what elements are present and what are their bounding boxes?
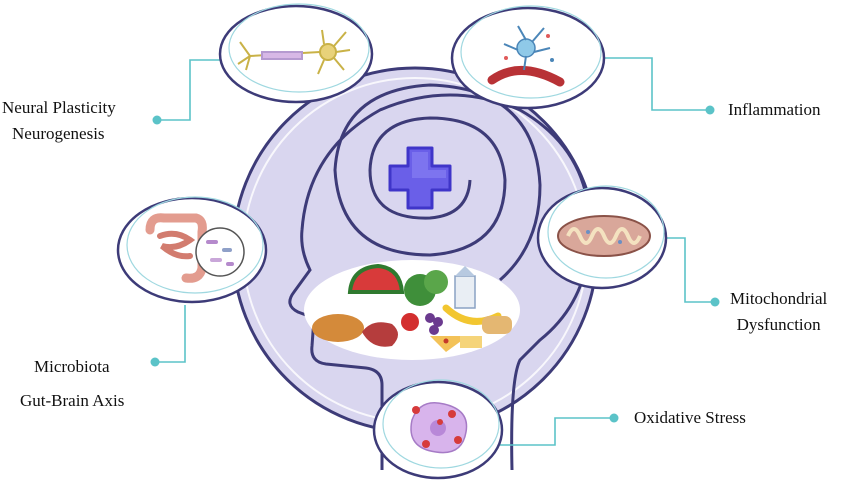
- label-inflammation-line1: Inflammation: [728, 100, 821, 119]
- label-neural-line2: Neurogenesis: [12, 124, 105, 143]
- spiral-line: [333, 83, 542, 282]
- intestine-bacteria-icon: [145, 213, 245, 283]
- neuron-icon: [237, 29, 351, 75]
- label-microbiota: Microbiota Gut-Brain Axis: [20, 350, 124, 418]
- connector-microbiota: [155, 305, 186, 363]
- label-mitochondrial: Mitochondrial Dysfunction: [730, 286, 827, 338]
- connector-dot-microbiota: [150, 357, 160, 367]
- label-oxidative-stress: Oxidative Stress: [634, 405, 746, 431]
- head-silhouette: [288, 93, 592, 471]
- label-mitochondrial-line1: Mitochondrial: [730, 289, 828, 308]
- label-inflammation: Inflammation: [728, 97, 821, 123]
- bubble-mitochondrial: [536, 185, 668, 290]
- connector-dot-oxidative: [609, 413, 619, 423]
- food-group-icon: [304, 260, 520, 360]
- oxidative-cell-icon: [410, 402, 468, 454]
- connector-dot-inflammation: [705, 105, 715, 115]
- label-neural-plasticity: Neural Plasticity Neurogenesis: [2, 95, 116, 147]
- inflamed-neuron-icon: [487, 25, 565, 87]
- mitochondrion-icon: [557, 215, 651, 257]
- label-microbiota-line2: Gut-Brain Axis: [20, 391, 125, 410]
- bubble-neural: [218, 3, 374, 104]
- connector-neural: [157, 59, 222, 121]
- label-microbiota-line1: Microbiota: [34, 357, 110, 376]
- connector-dot-neural: [152, 115, 162, 125]
- medical-cross-icon: [388, 146, 452, 210]
- bubble-microbiota: [116, 196, 268, 304]
- bubble-inflammation: [450, 5, 606, 110]
- label-mitochondrial-line2: Dysfunction: [736, 315, 821, 334]
- bubble-oxidative: [372, 379, 504, 480]
- label-oxidative-line1: Oxidative Stress: [634, 408, 746, 427]
- connector-mitochondrial: [660, 237, 715, 303]
- connector-inflammation: [600, 57, 710, 111]
- connector-oxidative: [500, 417, 614, 446]
- connector-dot-mitochondrial: [710, 297, 720, 307]
- label-neural-line1: Neural Plasticity: [2, 98, 116, 117]
